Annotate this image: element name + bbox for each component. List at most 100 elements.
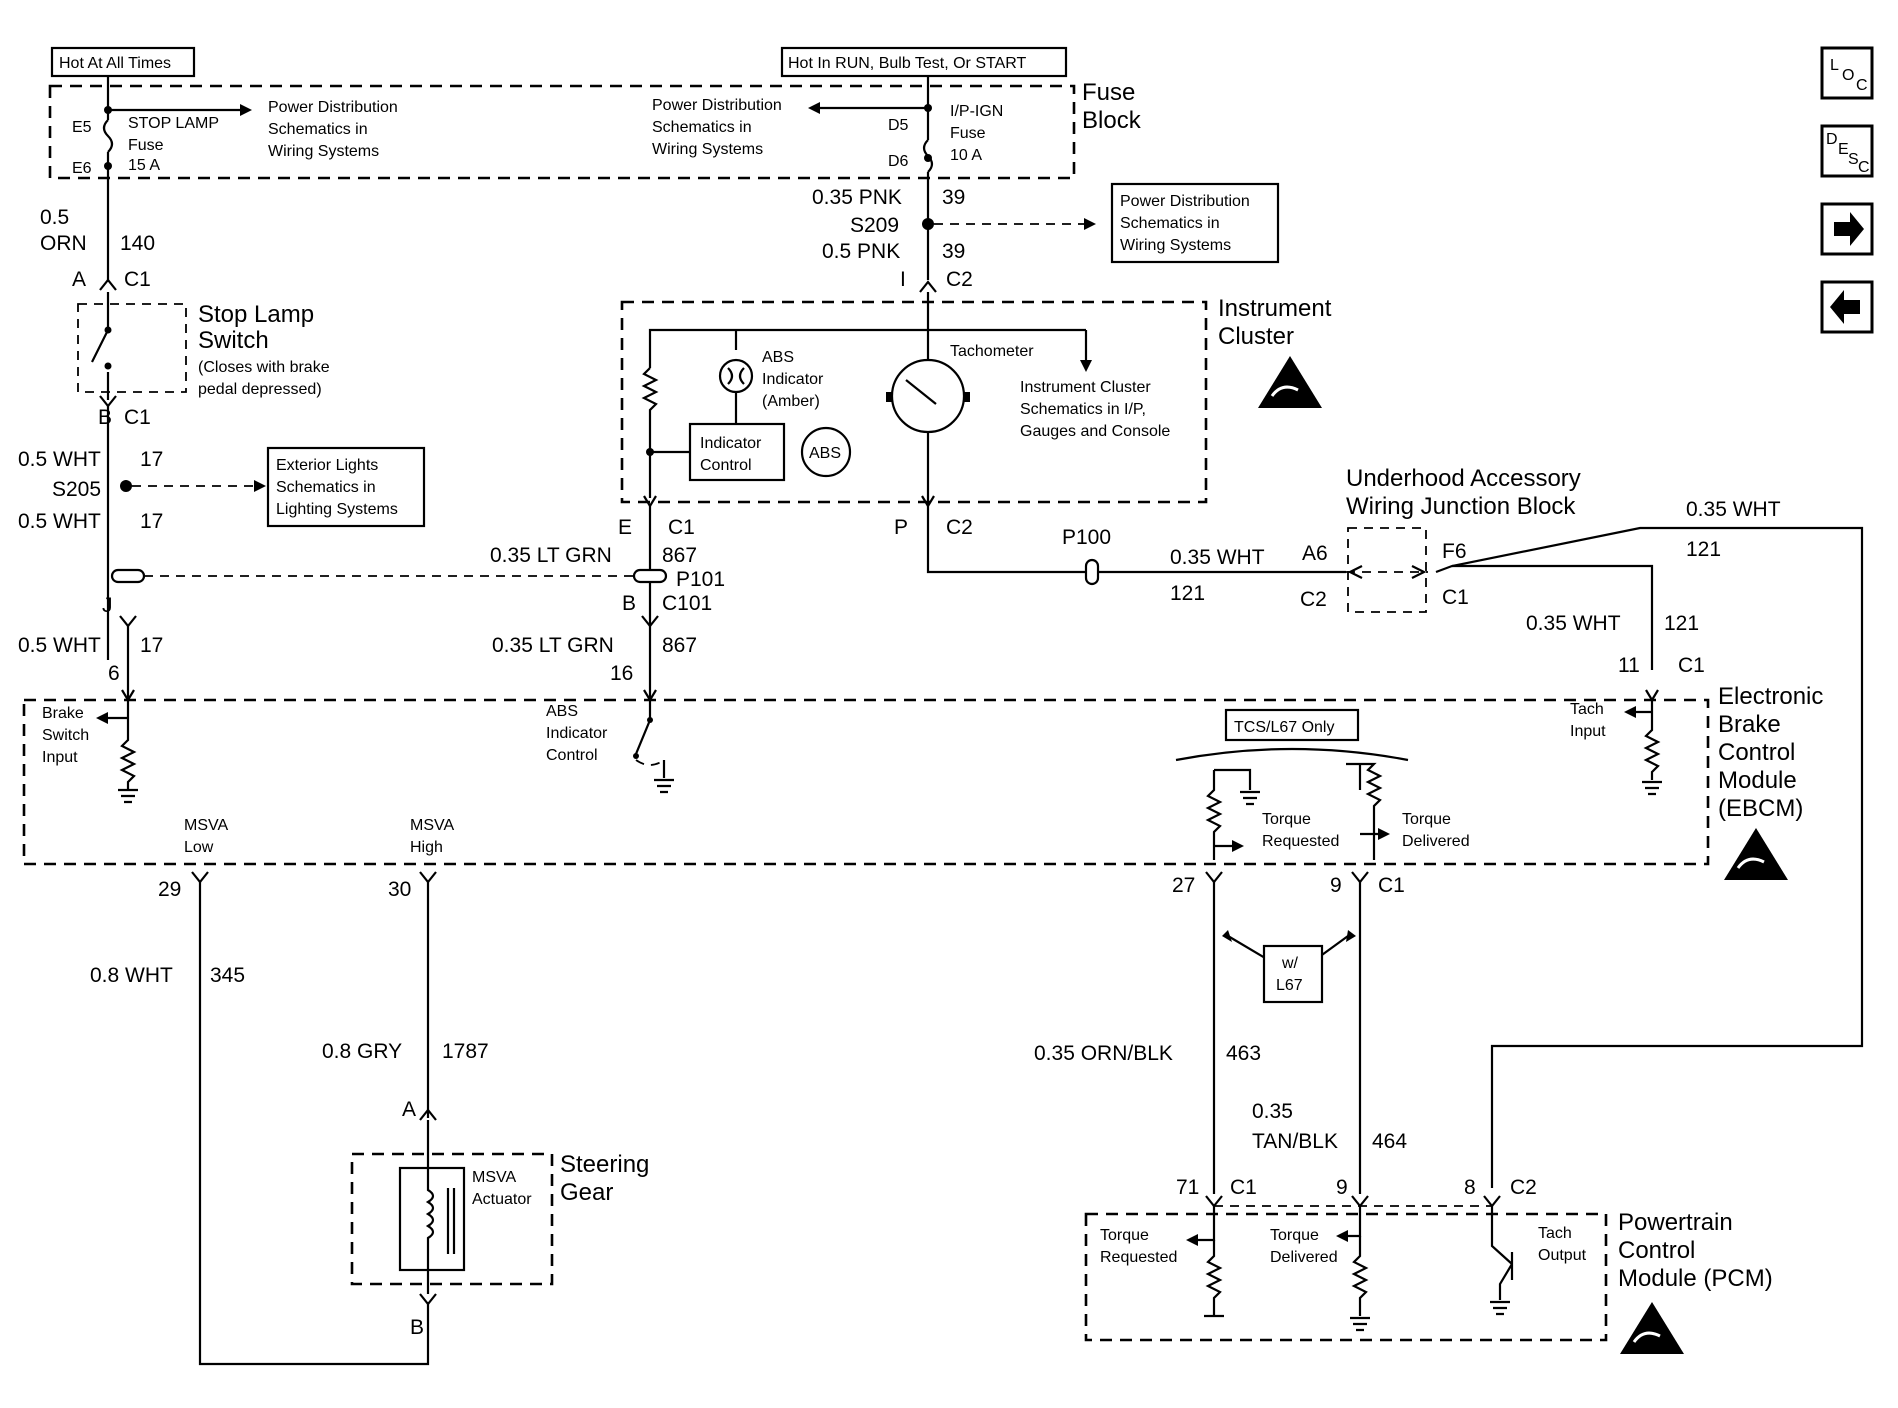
pcm-label: Powertrain <box>1618 1209 1733 1236</box>
msva-high-line2: High <box>410 839 443 856</box>
tachometer-gauge-icon <box>890 358 966 434</box>
pin-9-c1-label: 9 <box>1330 874 1342 897</box>
steering-gear-outline <box>350 1152 554 1286</box>
abs-indicator-label: ABS <box>762 349 794 366</box>
in-line-connector-p100 <box>1084 558 1100 586</box>
torque-delivered-label: Torque <box>1402 811 1451 828</box>
desc-button-label-c: C <box>1858 159 1870 176</box>
instrument-cluster-outline <box>620 300 1208 504</box>
power-dist-right-box <box>1110 182 1280 264</box>
arrow-left-icon <box>1830 290 1860 324</box>
next-page-button[interactable] <box>1820 202 1874 256</box>
ip-ign-fuse-rating: 10 A <box>950 147 982 164</box>
wire-wht-121-b-label: 0.35 WHT <box>1526 612 1621 635</box>
loc-button[interactable]: L O C <box>1820 46 1874 100</box>
prev-page-button[interactable] <box>1820 280 1874 334</box>
desc-button[interactable]: D E S C <box>1820 124 1874 178</box>
d6-label: D6 <box>888 153 909 170</box>
underhood-jb-label-2: Wiring Junction Block <box>1346 493 1576 520</box>
arrow-right-icon <box>1834 212 1864 246</box>
hot-at-all-times-box: Hot At All Times <box>50 46 196 78</box>
tach-output-transistor-icon <box>1490 1206 1514 1300</box>
circuit-463-label: 463 <box>1226 1042 1261 1065</box>
ip-ign-fuse-symbol <box>922 76 934 184</box>
steering-gear-label-2: Gear <box>560 1179 613 1206</box>
stop-lamp-note-2: pedal depressed) <box>198 381 322 398</box>
indicator-control-label: Indicator <box>700 435 762 452</box>
power-dist-right-line3: Wiring Systems <box>1120 237 1231 254</box>
circuit-17-c-label: 17 <box>140 634 163 657</box>
e6-label: E6 <box>72 160 92 177</box>
connector-c2-p-label: C2 <box>946 516 973 539</box>
ebcm-label-4: Module <box>1718 767 1797 794</box>
circuit-121-label: 121 <box>1170 582 1205 605</box>
hot-at-all-times-label: Hot At All Times <box>59 55 171 72</box>
connector-c1-11-label: C1 <box>1678 654 1705 677</box>
fuse-block-label: Fuse <box>1082 79 1135 106</box>
pcm-label-2: Control <box>1618 1237 1695 1264</box>
desc-button-label: D <box>1826 131 1838 148</box>
stop-lamp-switch-label-2: Switch <box>198 327 269 354</box>
esd-icon-pcm <box>1620 1302 1684 1354</box>
wire-lt-grn-label: 0.35 LT GRN <box>490 544 612 567</box>
power-dist-left-label: Power Distribution <box>268 99 398 116</box>
pin-30-label: 30 <box>388 878 411 901</box>
torque-delivered-resistor-icon <box>1346 762 1383 860</box>
d5-label: D5 <box>888 117 909 134</box>
connector-c2-label: C2 <box>946 268 973 291</box>
exterior-lights-label: Exterior Lights <box>276 457 378 474</box>
power-dist-mid-line2: Schematics in <box>652 119 752 136</box>
p101-label: P101 <box>676 568 725 591</box>
power-dist-right-label: Power Distribution <box>1120 193 1250 210</box>
tach-output-line2: Output <box>1538 1247 1587 1264</box>
circuit-39-label: 39 <box>942 186 965 209</box>
connector-c1-9-label: C1 <box>1378 874 1405 897</box>
msva-actuator-label: MSVA <box>472 1169 516 1186</box>
pin-27-label: 27 <box>1172 874 1195 897</box>
torque-delivered-line2: Delivered <box>1402 833 1470 850</box>
wl67-box <box>1262 944 1324 1004</box>
desc-button-label-s: S <box>1848 151 1859 168</box>
abs-symbol-text: ABS <box>809 445 841 462</box>
pcm-torque-requested-line2: Requested <box>1100 1249 1177 1266</box>
msva-actuator-line2: Actuator <box>472 1191 532 1208</box>
tach-input-resistor-icon <box>1643 700 1661 780</box>
s205-label: S205 <box>52 478 101 501</box>
ground-icon <box>118 788 138 804</box>
pin-f6-label: F6 <box>1442 540 1467 563</box>
abs-symbol-icon <box>800 426 852 478</box>
ebcm-label-3: Control <box>1718 739 1795 766</box>
circuit-867-b-label: 867 <box>662 634 697 657</box>
hot-in-run-label: Hot In RUN, Bulb Test, Or START <box>788 55 1027 72</box>
pin-b-label: B <box>98 406 112 429</box>
stop-lamp-fuse-label: STOP LAMP <box>128 115 219 132</box>
power-dist-left-line2: Schematics in <box>268 121 368 138</box>
connector-c2-8-label: C2 <box>1510 1176 1537 1199</box>
wire-wht-17-b-label: 0.5 WHT <box>18 510 101 533</box>
s209-label: S209 <box>850 214 899 237</box>
pin-9-label: 9 <box>1336 1176 1348 1199</box>
connector-c1-jb-label: C1 <box>1442 586 1469 609</box>
pin-b-gear-label: B <box>410 1316 424 1339</box>
msva-actuator-box <box>398 1166 466 1272</box>
tachometer-label: Tachometer <box>950 343 1034 360</box>
torque-requested-label: Torque <box>1262 811 1311 828</box>
indicator-control-box <box>688 422 786 482</box>
fuse-block-outline <box>48 84 1076 180</box>
brake-input-resistor-icon <box>119 700 137 790</box>
p100-label: P100 <box>1062 526 1111 549</box>
underhood-jb-outline <box>1347 527 1427 613</box>
indicator-control-line2: Control <box>700 457 752 474</box>
pin-6-label: 6 <box>108 662 120 685</box>
wl67-line2: L67 <box>1276 977 1303 994</box>
abs-indicator-line2: Indicator <box>762 371 824 388</box>
stop-lamp-switch-symbol <box>91 292 110 400</box>
steering-gear-label: Steering <box>560 1151 649 1178</box>
tcs-l67-box <box>1224 708 1360 742</box>
circuit-121-top-label: 121 <box>1686 538 1721 561</box>
connector-c1-label: C1 <box>124 268 151 291</box>
circuit-17-label: 17 <box>140 448 163 471</box>
abs-indicator-control-label: ABS <box>546 703 578 720</box>
stop-lamp-switch-outline <box>77 303 187 393</box>
